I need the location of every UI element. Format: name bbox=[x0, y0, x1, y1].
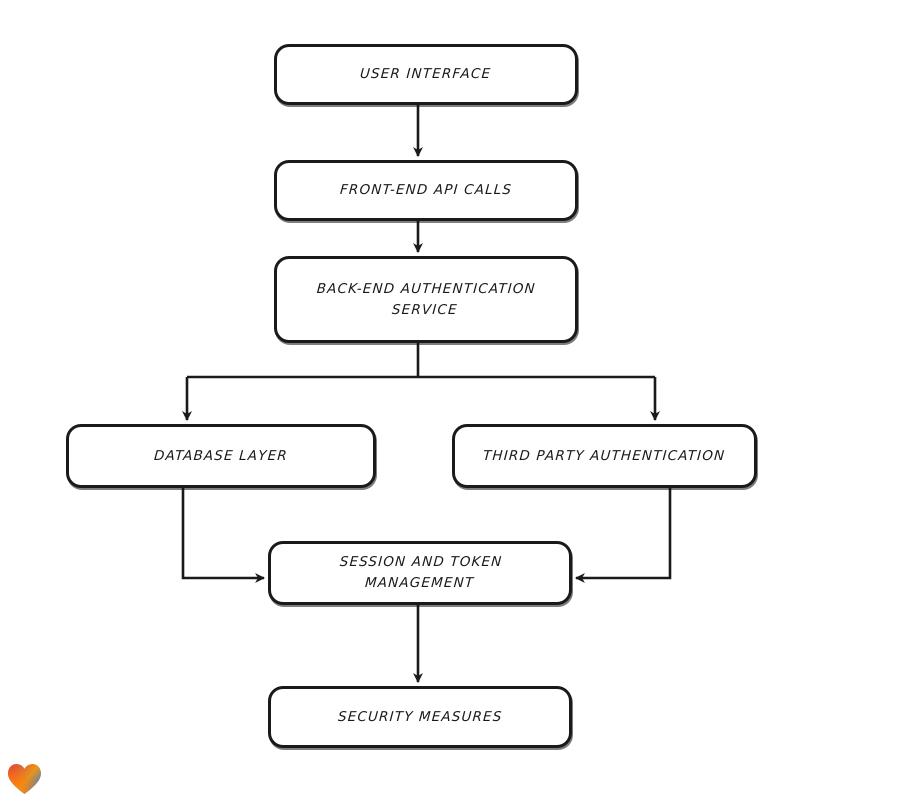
node-user-interface-label: User Interface bbox=[359, 66, 493, 83]
node-frontend-api-calls[interactable]: Front-End API Calls bbox=[274, 160, 578, 221]
node-database-layer[interactable]: Database Layer bbox=[66, 424, 376, 488]
edge-database-to-session bbox=[181, 488, 265, 583]
node-security-measures-label: Security Measures bbox=[337, 708, 503, 725]
node-session-and-token-management[interactable]: Session and Token Management bbox=[268, 541, 572, 605]
node-backend-authentication-service[interactable]: Back-End Authentication Service bbox=[274, 256, 578, 343]
node-third-party-authentication[interactable]: Third Party Authentication bbox=[452, 424, 757, 488]
node-backend-authentication-service-label: Back-End Authentication Service bbox=[316, 280, 537, 318]
node-session-and-token-management-label: Session and Token Management bbox=[338, 554, 503, 591]
node-database-layer-label: Database Layer bbox=[153, 447, 289, 464]
heart-icon[interactable] bbox=[8, 764, 41, 795]
edge-thirdparty-to-session bbox=[575, 488, 672, 583]
node-frontend-api-calls-label: Front-End API Calls bbox=[339, 182, 513, 199]
node-third-party-authentication-label: Third Party Authentication bbox=[482, 447, 727, 464]
node-user-interface[interactable]: User Interface bbox=[274, 44, 578, 105]
node-security-measures[interactable]: Security Measures bbox=[268, 686, 572, 748]
